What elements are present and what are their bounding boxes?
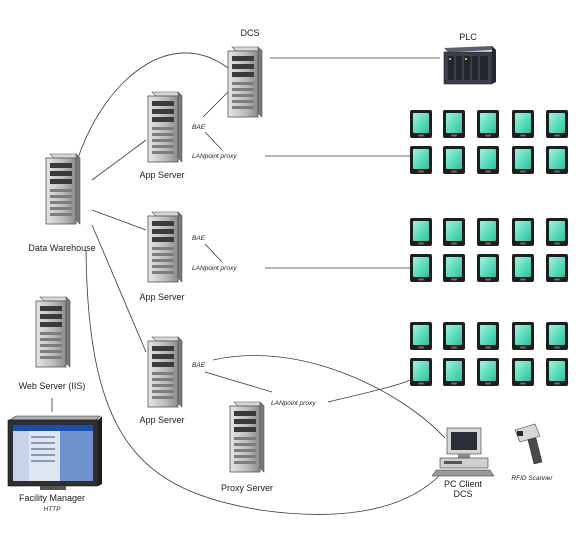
server-proxy: Proxy Server <box>221 401 273 493</box>
handheld-terminal-icon <box>512 254 534 282</box>
link-dw-app3 <box>91 224 147 353</box>
handheld-terminal-icon <box>410 358 432 386</box>
handheld-terminal-icon <box>477 146 499 174</box>
handheld-terminal-icon <box>512 110 534 138</box>
label-plc: PLC <box>459 32 477 42</box>
label-bae-1: BAE <box>192 124 206 131</box>
handheld-terminal-icon <box>546 110 568 138</box>
link-bae-lp2 <box>204 243 223 263</box>
handheld-terminal-icon <box>443 358 465 386</box>
link-bae-lp1 <box>204 131 223 151</box>
server-web: Web Server (IIS) <box>19 296 86 391</box>
handheld-terminals <box>410 110 568 386</box>
label-data-warehouse: Data Warehouse <box>28 243 95 253</box>
handheld-terminal-icon <box>546 322 568 350</box>
label-dcs: DCS <box>240 28 259 38</box>
label-lanpoint-proxy-2: LANpoint proxy <box>192 265 237 272</box>
handheld-terminal-icon <box>512 358 534 386</box>
handheld-terminal-icon <box>512 218 534 246</box>
label-http: HTTP <box>44 506 62 513</box>
label-lanpoint-proxy-1: LANpoint proxy <box>192 153 237 160</box>
connection-lines <box>51 52 446 515</box>
handheld-terminal-icon <box>546 146 568 174</box>
label-pc-client-dcs: DCS <box>453 489 472 499</box>
handheld-terminal-icon <box>410 110 432 138</box>
handheld-terminal-icon <box>410 146 432 174</box>
handheld-terminal-icon <box>477 322 499 350</box>
handheld-terminal-icon <box>477 358 499 386</box>
link-bae3-lp3 <box>204 371 273 393</box>
handheld-terminal-icon <box>546 358 568 386</box>
link-bae3-pcclient <box>212 355 446 439</box>
server-app-3: App Server <box>139 336 185 425</box>
label-proxy-server: Proxy Server <box>221 483 273 493</box>
plc-device: PLC <box>443 32 496 85</box>
rfid-scanner: RFID Scanner <box>511 423 553 482</box>
label-bae-3: BAE <box>192 362 206 369</box>
handheld-terminal-icon <box>512 146 534 174</box>
handheld-terminal-icon <box>477 110 499 138</box>
label-app-server-3: App Server <box>139 415 184 425</box>
label-web-server: Web Server (IIS) <box>19 381 86 391</box>
link-dw-app1 <box>91 139 147 181</box>
handheld-terminal-icon <box>443 110 465 138</box>
label-facility-manager: Facility Manager <box>19 493 85 503</box>
handheld-terminal-icon <box>443 146 465 174</box>
barcode-scanner-icon <box>514 423 543 465</box>
label-app-server-2: App Server <box>139 292 184 302</box>
link-lp3-terminals <box>327 379 411 403</box>
label-bae-2: BAE <box>192 235 206 242</box>
handheld-terminal-icon <box>477 254 499 282</box>
link-dcs-bae <box>202 91 229 118</box>
facility-manager: Facility Manager HTTP <box>7 415 102 513</box>
label-lanpoint-proxy-3: LANpoint proxy <box>271 400 316 407</box>
server-dcs: DCS <box>227 28 263 118</box>
handheld-terminal-icon <box>443 322 465 350</box>
link-dw-pcclient <box>85 249 441 515</box>
handheld-terminal-icon <box>546 218 568 246</box>
handheld-terminal-icon <box>443 218 465 246</box>
handheld-terminal-icon <box>546 254 568 282</box>
server-tower-icon <box>227 46 263 118</box>
handheld-terminal-icon <box>410 322 432 350</box>
label-pc-client: PC Client <box>444 479 483 489</box>
handheld-terminal-icon <box>477 218 499 246</box>
server-tower-icon <box>229 401 265 473</box>
server-tower-icon <box>147 91 183 163</box>
link-dw-app2 <box>91 209 147 231</box>
server-tower-icon <box>45 153 81 225</box>
monitor-icon <box>7 415 102 490</box>
handheld-terminal-icon <box>512 322 534 350</box>
handheld-terminal-icon <box>410 254 432 282</box>
server-tower-icon <box>35 296 71 368</box>
link-dw-dcs <box>77 52 229 159</box>
label-app-server-1: App Server <box>139 170 184 180</box>
server-data-warehouse: Data Warehouse <box>28 153 96 253</box>
pc-client-icon <box>431 427 495 477</box>
server-app-1: App Server <box>139 91 185 180</box>
server-app-2: App Server <box>139 211 185 302</box>
handheld-terminal-icon <box>410 218 432 246</box>
handheld-terminal-icon <box>443 254 465 282</box>
server-tower-icon <box>147 336 183 408</box>
label-rfid-scanner: RFID Scanner <box>511 475 553 482</box>
plc-rack-icon <box>443 46 496 85</box>
server-tower-icon <box>147 211 183 283</box>
pc-client: PC Client DCS <box>431 427 495 499</box>
